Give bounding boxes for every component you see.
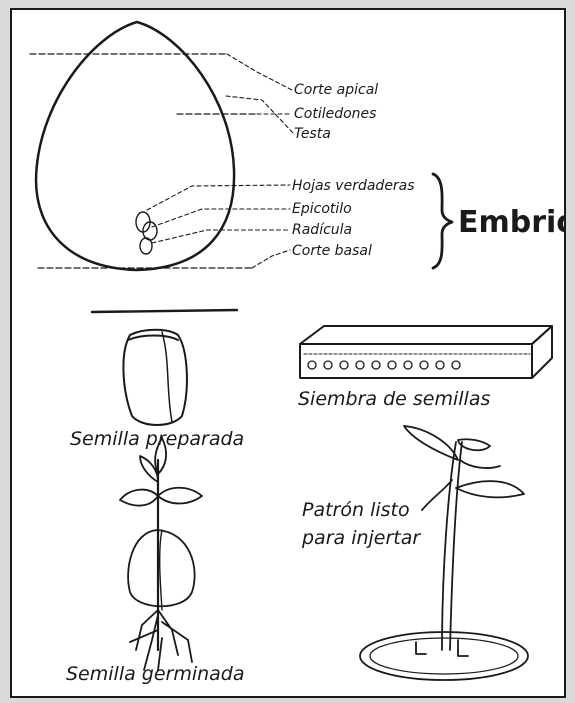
label-radicula: Radícula: [292, 222, 352, 238]
caption-semilla-preparada: Semilla preparada: [70, 428, 244, 450]
leader-epicotilo: [152, 209, 290, 227]
label-corte-apical: Corte apical: [294, 82, 378, 98]
rootstock-plant-icon: [404, 426, 524, 650]
leader-corte-apical: [227, 54, 292, 90]
leader-hojas: [147, 185, 290, 210]
seed-holes: [308, 361, 460, 369]
pot-icon: [360, 632, 528, 680]
caption-siembra: Siembra de semillas: [298, 388, 490, 410]
germinated-seed-icon: [120, 438, 202, 670]
label-embrion: Embrion: [458, 205, 566, 240]
caption-patron-line1: Patrón listo: [302, 499, 410, 521]
prepared-seed-icon: [123, 330, 187, 425]
label-corte-basal: Corte basal: [292, 243, 372, 259]
caption-semilla-germinada: Semilla germinada: [66, 663, 245, 685]
embryo-icon: [136, 212, 157, 254]
label-testa: Testa: [294, 126, 331, 142]
embrion-brace: [433, 174, 452, 268]
divider-line: [92, 310, 237, 312]
leader-corte-basal: [252, 250, 290, 268]
label-hojas-verdaderas: Hojas verdaderas: [292, 178, 415, 194]
seed-outline: [36, 22, 234, 270]
caption-patron-line2: para injertar: [301, 527, 421, 549]
seed-diagram: Corte apical Cotiledones Testa Hojas ver…: [12, 10, 566, 698]
seed-tray-icon: [300, 326, 552, 378]
leader-radicula: [152, 230, 290, 243]
label-cotiledones: Cotiledones: [294, 106, 376, 122]
diagram-frame: Corte apical Cotiledones Testa Hojas ver…: [10, 8, 566, 698]
label-epicotilo: Epicotilo: [292, 201, 352, 217]
leader-testa: [226, 96, 294, 134]
